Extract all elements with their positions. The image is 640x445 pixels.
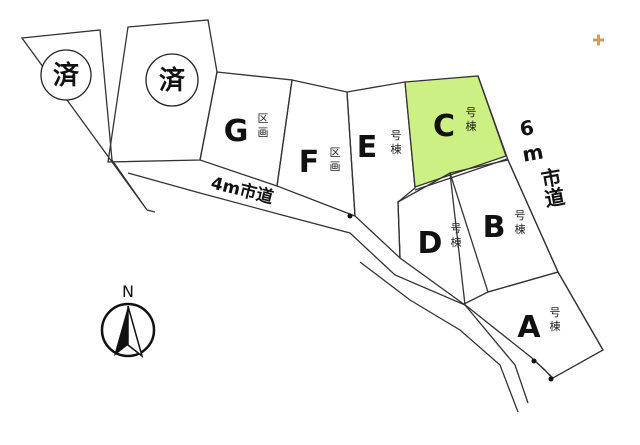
boundary-marker-a2 [548, 376, 554, 382]
lot-c-letter: C [433, 109, 455, 144]
lot-d-letter: D [418, 226, 443, 261]
lot-a-letter: A [517, 310, 541, 345]
lot-g-type-1: 区 [258, 112, 269, 125]
sold-badge-1 [40, 49, 92, 101]
lot-g-type-2: 画 [258, 126, 269, 139]
lot-f-type-1: 区 [330, 146, 341, 159]
lot-b-type-2: 棟 [515, 222, 526, 236]
boundary-marker-f [347, 213, 353, 219]
side-road-name: 市道 [536, 165, 567, 210]
lot-e-type-1: 号 [391, 129, 402, 142]
lot-b-type-1: 号 [515, 209, 526, 222]
sold-lot-1: 済 [20, 29, 148, 211]
front-road-edge-upper [127, 172, 529, 404]
lot-a-corner [536, 362, 552, 378]
lot-b-letter: B [483, 210, 506, 245]
side-road-width: 6 [518, 115, 536, 141]
boundary-marker-a1 [531, 358, 537, 364]
lot-c-type-2: 棟 [466, 119, 477, 133]
lot-g: G 区 画 [199, 71, 293, 187]
lot-f: F 区 画 [276, 79, 356, 219]
sold-badge-2 [145, 53, 199, 107]
lot-a: A 号 棟 [462, 271, 604, 382]
lot-c-type-1: 号 [466, 106, 477, 119]
lot-e: E 号 棟 [346, 81, 416, 260]
sold-label-2: 済 [159, 65, 186, 96]
lot-g-letter: G [224, 114, 249, 149]
plus-icon [593, 34, 604, 46]
front-road-edge-lower [359, 261, 519, 413]
front-road-label: 4m市道 [209, 172, 276, 208]
sold-label-1: 済 [53, 60, 80, 91]
lot-a-type-1: 号 [550, 306, 561, 319]
lot-c-area [404, 75, 507, 188]
lot-d-type-2: 棟 [451, 235, 462, 249]
lot-f-letter: F [299, 145, 320, 180]
front-road: 4m市道 [127, 172, 529, 413]
sold-lot-2: 済 [107, 19, 218, 163]
compass: N [100, 282, 156, 359]
lot-d-type-1: 号 [451, 222, 462, 235]
lot-a-type-2: 棟 [550, 319, 561, 333]
lot-e-letter: E [357, 130, 378, 165]
front-road-edge-lower-start [146, 209, 156, 213]
side-road-edge [477, 75, 604, 351]
lot-e-type-2: 棟 [391, 142, 402, 156]
compass-north-label: N [122, 282, 134, 301]
lot-c: C 号 棟 [404, 75, 507, 188]
compass-ring [100, 302, 156, 358]
north-arrow-icon [114, 305, 144, 359]
lot-d: D 号 棟 [397, 171, 466, 307]
side-road-unit: m [520, 139, 545, 166]
lot-f-type-2: 画 [330, 160, 341, 173]
